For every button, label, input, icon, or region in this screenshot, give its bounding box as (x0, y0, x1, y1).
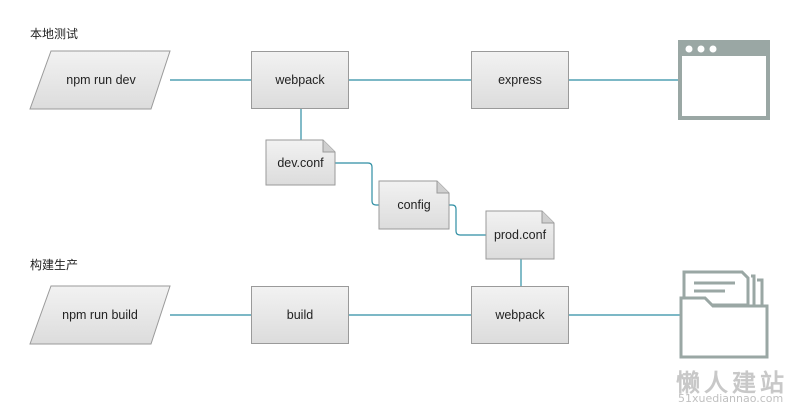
config-fold (436, 181, 449, 194)
npm-run-dev-shape (29, 50, 171, 110)
section-title-local-test: 本地测试 (30, 27, 79, 41)
npm-run-build-shape (29, 285, 171, 345)
watermark-text: 懒人建站 (676, 369, 788, 397)
webpack-bottom-node: webpack (471, 286, 569, 344)
folder-with-documents-icon (679, 270, 769, 359)
watermark-url: 51xuediannao.com (678, 392, 784, 405)
express-node: express (471, 51, 569, 109)
prod-conf-shape (485, 210, 555, 260)
webpack-bottom-label: webpack (495, 308, 545, 322)
edge-devconf-config (335, 162, 379, 206)
build-label: build (286, 308, 314, 322)
webpack-top-node: webpack (251, 51, 349, 109)
build-node: build (251, 286, 349, 344)
dev-conf-fold (322, 140, 335, 153)
section-title-build-production: 构建生产 (30, 258, 79, 272)
prod-conf-fold (541, 211, 554, 224)
config-shape (378, 180, 450, 230)
browser-window-icon (678, 40, 770, 120)
express-label: express (498, 73, 542, 87)
webpack-top-label: webpack (275, 73, 325, 87)
dev-conf-shape (265, 139, 336, 186)
edge-config-prodconf (449, 204, 486, 236)
